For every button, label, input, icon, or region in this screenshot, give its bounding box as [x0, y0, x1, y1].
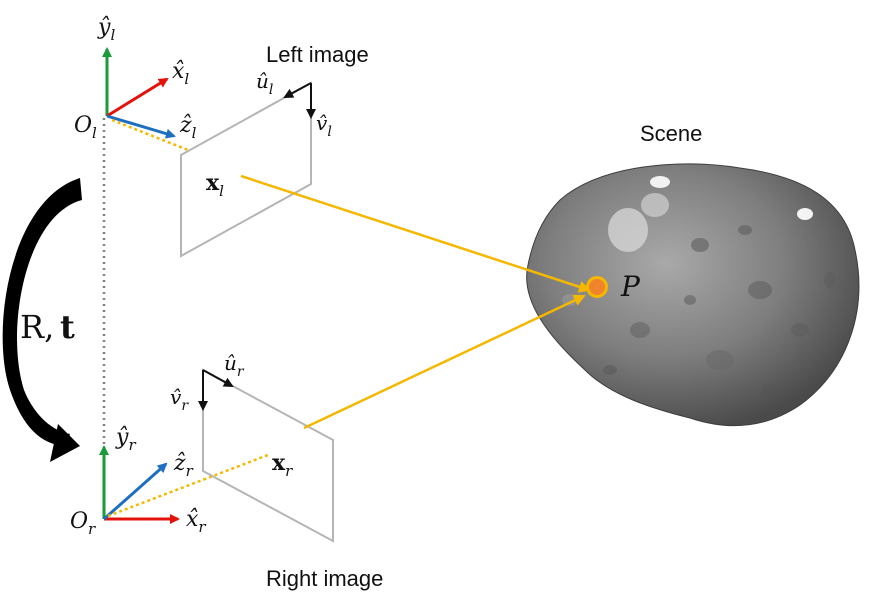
right-v-label: v̂r: [170, 385, 189, 414]
scene-point-P: [586, 276, 608, 298]
scene-asteroid: [526, 163, 860, 427]
left-image-plane: [180, 81, 312, 258]
right-image-plane: [202, 368, 334, 543]
left-u-label: ûl: [256, 69, 273, 98]
left-origin-label: Ol: [74, 113, 97, 142]
left-image-point-label: xl: [206, 170, 224, 200]
right-z-axis: [103, 462, 168, 521]
left-ray: [240, 174, 591, 293]
scene-title: Scene: [640, 121, 702, 146]
transform-label-R: R,: [20, 308, 54, 346]
right-z-axis-label: ẑr: [173, 451, 194, 480]
transform-label-t: t: [60, 308, 75, 346]
scene-point-label: P: [620, 270, 641, 303]
right-u-label: ûr: [224, 351, 245, 380]
right-camera-frame: [99, 445, 269, 524]
left-x-axis-label: x̂l: [172, 59, 189, 88]
left-image-title: Left image: [266, 42, 369, 67]
right-x-axis-label: x̂r: [186, 507, 206, 536]
left-u-axis: [283, 82, 312, 98]
right-ray: [303, 294, 586, 430]
left-x-axis: [106, 77, 169, 118]
right-u-axis: [202, 369, 234, 387]
right-origin-label: Or: [70, 509, 96, 538]
left-z-axis-label: ẑl: [179, 113, 197, 142]
right-optical-dotted: [107, 453, 269, 518]
left-z-axis: [106, 114, 176, 139]
left-camera-frame: [102, 47, 189, 152]
left-y-axis-label: ŷl: [97, 15, 115, 44]
left-v-label: v̂l: [316, 111, 332, 140]
right-image-point-label: xr: [272, 450, 293, 480]
right-image-title: Right image: [266, 566, 383, 591]
left-optical-dotted: [111, 118, 189, 152]
right-y-axis-label: ŷr: [115, 425, 136, 454]
transform-arrow: [2, 178, 82, 462]
